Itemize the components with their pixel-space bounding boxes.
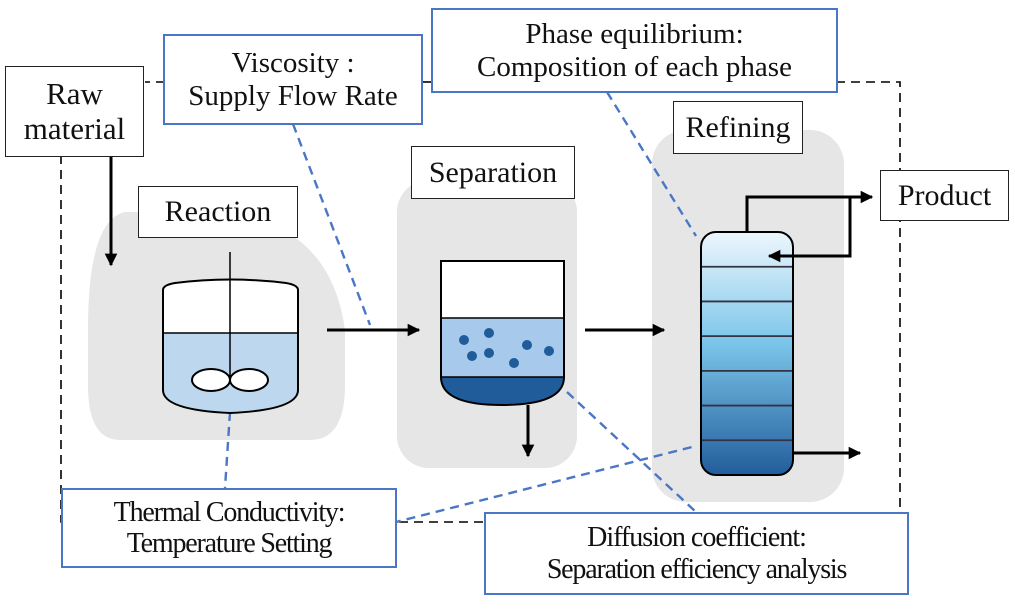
- reflux-line: [767, 197, 852, 263]
- thermal-conductivity-annotation: Thermal Conductivity: Temperature Settin…: [61, 488, 397, 568]
- separation-stage-label: Separation: [411, 146, 575, 199]
- viscosity-annotation-line-2: Supply Flow Rate: [188, 79, 398, 112]
- viscosity-annotation-line-1: Viscosity :: [231, 47, 355, 80]
- dispersed-particles: [459, 328, 554, 368]
- product-label: Product: [880, 170, 1009, 221]
- raw-material-line-2: material: [23, 110, 126, 146]
- overhead-vapor-line: [745, 190, 874, 232]
- thermal-conductivity-annotation-line-2: Temperature Setting: [126, 528, 333, 559]
- reaction-stage-text: Reaction: [164, 195, 272, 229]
- raw-material-label: Raw material: [5, 66, 144, 157]
- refining-stage-label: Refining: [673, 101, 803, 154]
- annotation-leaders: [223, 91, 698, 525]
- refining-stage-text: Refining: [685, 110, 791, 144]
- raw-material-line-1: Raw: [46, 75, 103, 111]
- reactor-vessel: [162, 252, 299, 415]
- viscosity-leader: [291, 123, 372, 326]
- thermal-conductivity-leader-reactor: [223, 411, 232, 489]
- distillation-column: [700, 231, 794, 476]
- phase-equilibrium-annotation: Phase equilibrium: Composition of each p…: [431, 8, 838, 93]
- impeller-blade-left: [191, 368, 231, 392]
- product-text: Product: [897, 178, 992, 212]
- separation-vessel: [440, 260, 565, 407]
- thermal-conductivity-leader-column: [391, 445, 693, 525]
- viscosity-annotation: Viscosity : Supply Flow Rate: [163, 34, 423, 125]
- diffusion-coefficient-annotation-line-1: Diffusion coefficient:: [587, 522, 807, 554]
- column-trays: [702, 265, 792, 442]
- thermal-conductivity-annotation-line-1: Thermal Conductivity:: [113, 496, 346, 528]
- reaction-stage-label: Reaction: [138, 186, 298, 238]
- diffusion-coefficient-annotation-line-2: Separation efficiency analysis: [546, 553, 848, 585]
- diffusion-coefficient-annotation: Diffusion coefficient: Separation effici…: [484, 512, 909, 595]
- phase-equilibrium-leader: [605, 91, 698, 237]
- phase-equilibrium-annotation-line-2: Composition of each phase: [477, 50, 792, 83]
- impeller-blade-right: [229, 368, 269, 392]
- phase-equilibrium-annotation-line-1: Phase equilibrium:: [525, 18, 744, 51]
- separation-stage-text: Separation: [428, 155, 558, 189]
